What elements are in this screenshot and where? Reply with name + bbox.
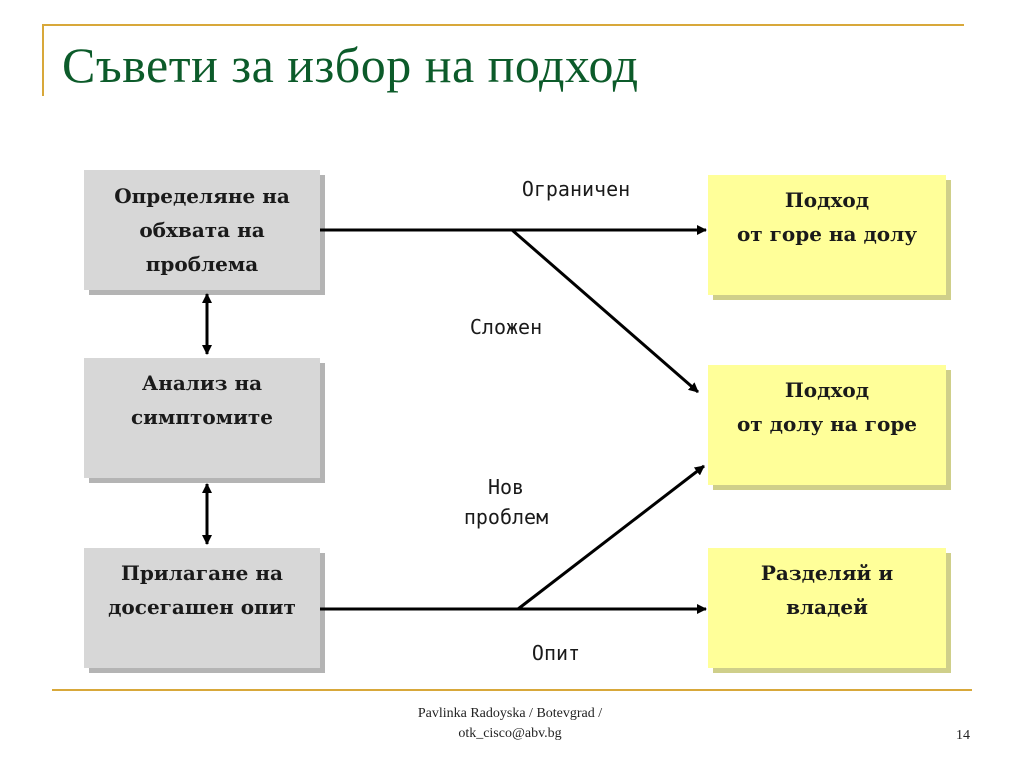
box-bottom-up: Подход от долу на горе xyxy=(708,365,946,485)
footer-author: Pavlinka Radoyska / Botevgrad / xyxy=(417,706,603,721)
box-apply-experience-label: Прилагане на досегашен опит xyxy=(108,561,296,619)
edge-label-limited: Ограничен xyxy=(521,177,631,201)
box-top-down: Подход от горе на долу xyxy=(708,175,946,295)
box-divide-conquer-label: Разделяй и владей xyxy=(760,561,894,619)
box-divide-conquer: Разделяй и владей xyxy=(708,548,946,668)
edge-label-complex: Сложен xyxy=(469,315,543,339)
box-define-scope: Определяне на обхвата на проблема xyxy=(84,170,320,290)
box-top-down-label: Подход от горе на долу xyxy=(736,188,918,246)
box-define-scope-label: Определяне на обхвата на проблема xyxy=(114,184,290,276)
box-bottom-up-label: Подход от долу на горе xyxy=(736,378,918,436)
page-number: 14 xyxy=(956,728,970,743)
footer: Pavlinka Radoyska / Botevgrad / otk_cisc… xyxy=(380,704,640,744)
box-apply-experience: Прилагане на досегашен опит xyxy=(84,548,320,668)
slide-title: Съвети за избор на подход xyxy=(62,37,639,93)
edge-label-experience: Опит xyxy=(531,641,581,665)
left-accent-line xyxy=(42,24,44,96)
bottom-accent-line xyxy=(52,689,972,691)
box-analyze-symptoms: Анализ на симптомите xyxy=(84,358,320,478)
edge-label-new-problem: Нов проблем xyxy=(463,475,549,529)
arrow-complex xyxy=(511,228,699,394)
footer-email: otk_cisco@abv.bg xyxy=(458,726,562,741)
box-analyze-symptoms-label: Анализ на симптомите xyxy=(130,371,274,429)
top-accent-line xyxy=(42,24,964,26)
